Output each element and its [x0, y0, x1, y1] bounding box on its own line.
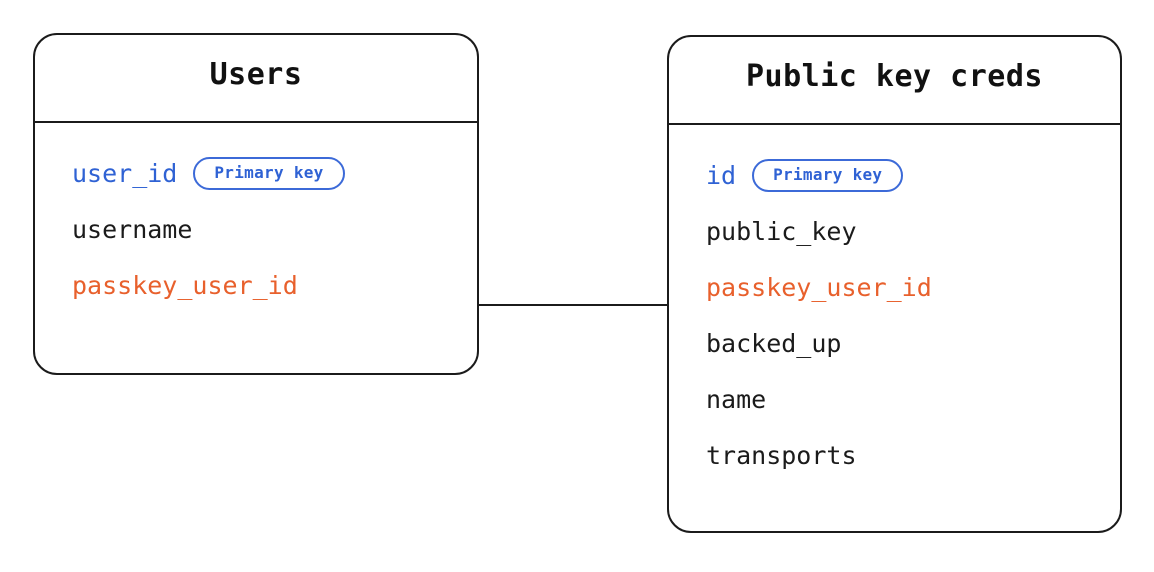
field-row-name[interactable]: name	[669, 371, 1120, 427]
field-name-username: username	[72, 214, 193, 244]
entity-users-field-list: user_id Primary key username passkey_use…	[35, 123, 477, 313]
entity-public-key-creds-field-list: id Primary key public_key passkey_user_i…	[669, 125, 1120, 483]
relationship-line-users-to-public-key-creds[interactable]	[477, 304, 668, 306]
field-row-passkey-user-id[interactable]: passkey_user_id	[35, 257, 477, 313]
field-name-transports: transports	[706, 440, 857, 470]
entity-users-header: Users	[35, 35, 477, 123]
entity-public-key-creds[interactable]: Public key creds id Primary key public_k…	[667, 35, 1122, 533]
field-row-backed-up[interactable]: backed_up	[669, 315, 1120, 371]
entity-users[interactable]: Users user_id Primary key username passk…	[33, 33, 479, 375]
primary-key-badge-label: Primary key	[214, 163, 324, 182]
field-name-public-key: public_key	[706, 216, 857, 246]
field-name-name: name	[706, 384, 767, 414]
field-name-passkey-user-id: passkey_user_id	[72, 270, 298, 300]
field-row-username[interactable]: username	[35, 201, 477, 257]
field-name-passkey-user-id: passkey_user_id	[706, 272, 932, 302]
primary-key-badge-user-id: Primary key	[193, 156, 345, 190]
entity-public-key-creds-header: Public key creds	[669, 37, 1120, 125]
field-row-id[interactable]: id Primary key	[669, 147, 1120, 203]
primary-key-badge-label: Primary key	[773, 165, 883, 184]
entity-public-key-creds-title: Public key creds	[746, 58, 1043, 94]
field-name-user-id: user_id	[72, 158, 178, 188]
primary-key-badge-id: Primary key	[752, 158, 904, 192]
field-name-backed-up: backed_up	[706, 328, 842, 358]
entity-users-title: Users	[209, 56, 303, 92]
field-row-transports[interactable]: transports	[669, 427, 1120, 483]
field-name-id: id	[706, 160, 737, 190]
field-row-passkey-user-id[interactable]: passkey_user_id	[669, 259, 1120, 315]
field-row-public-key[interactable]: public_key	[669, 203, 1120, 259]
field-row-user-id[interactable]: user_id Primary key	[35, 145, 477, 201]
